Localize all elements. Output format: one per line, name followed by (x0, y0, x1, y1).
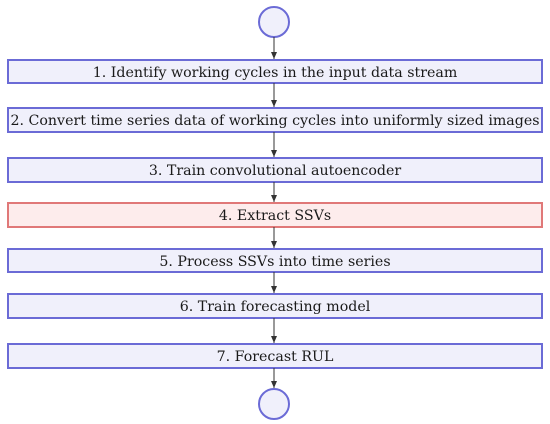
step-label: 3. Train convolutional autoencoder (149, 163, 402, 179)
step-label: 6. Train forecasting model (180, 299, 371, 315)
end-node (258, 388, 290, 420)
step-box-6: 6. Train forecasting model (7, 293, 543, 319)
step-rect (7, 293, 543, 319)
step-label: 7. Forecast RUL (217, 349, 334, 365)
step-label: 4. Extract SSVs (219, 208, 331, 224)
step-box-2: 2. Convert time series data of working c… (7, 107, 543, 133)
step-rect (7, 248, 543, 273)
step-box-4: 4. Extract SSVs (7, 202, 543, 228)
step-rect (7, 343, 543, 369)
step-rect (7, 59, 543, 84)
step-label: 2. Convert time series data of working c… (10, 113, 539, 129)
step-box-7: 7. Forecast RUL (7, 343, 543, 369)
step-label: 1. Identify working cycles in the input … (93, 65, 458, 81)
step-box-1: 1. Identify working cycles in the input … (7, 59, 543, 84)
step-box-3: 3. Train convolutional autoencoder (7, 157, 543, 183)
step-rect (7, 202, 543, 228)
step-rect (7, 107, 543, 133)
step-rect (7, 157, 543, 183)
step-label: 5. Process SSVs into time series (159, 254, 390, 270)
step-box-5: 5. Process SSVs into time series (7, 248, 543, 273)
start-node (258, 6, 290, 38)
